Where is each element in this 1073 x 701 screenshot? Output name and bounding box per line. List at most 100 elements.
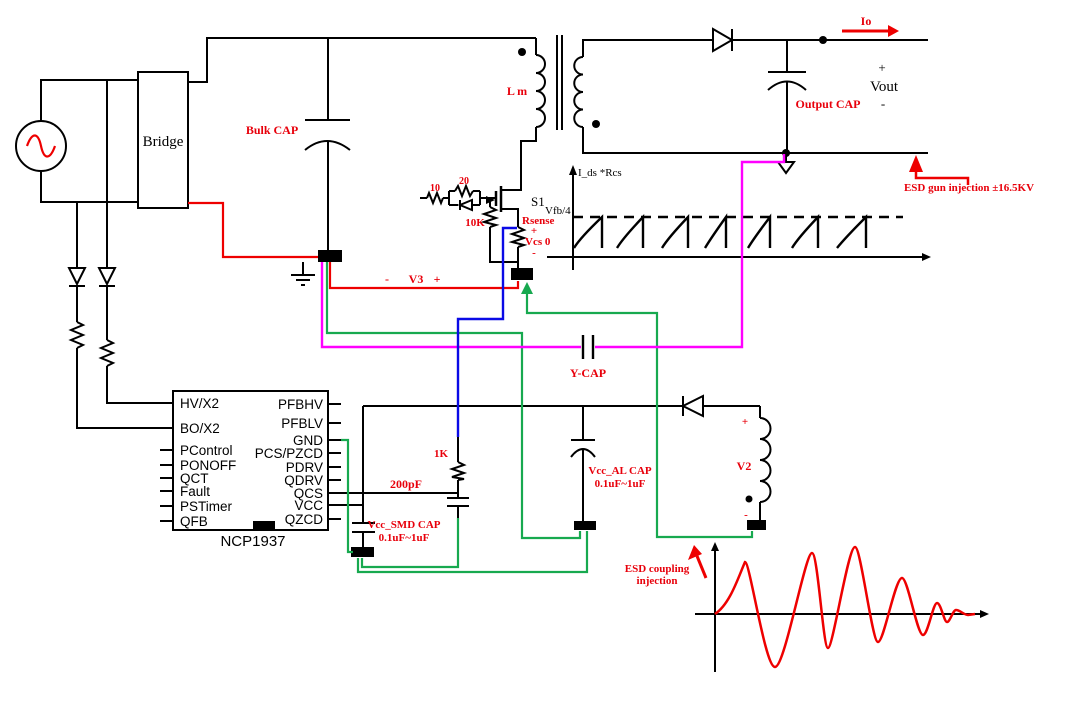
primary-winding-icon: [535, 54, 546, 128]
pin-qzcd: QZCD: [285, 512, 323, 527]
bo-pin-wire: [76, 348, 173, 429]
magenta-wires: [320, 154, 786, 349]
ac-bottom-wire: [40, 171, 138, 203]
mosfet-source-lead: [501, 208, 519, 227]
v3-label: V3: [409, 272, 424, 286]
al-cap-arc: [570, 448, 596, 458]
cs-sawtooth-waveform: [572, 213, 868, 249]
pulldown-lead-bottom: [489, 227, 518, 263]
vout-plus-label: +: [878, 60, 885, 75]
cs-xaxis-arrowhead: [922, 253, 931, 261]
pin-box2: BO/X2: [180, 421, 220, 436]
esd-coupling-label-1: ESD coupling: [625, 563, 690, 575]
io-label: Io: [861, 14, 872, 28]
gate-resistor-10-icon: [426, 190, 444, 206]
output-cap-label: Output CAP: [795, 97, 860, 111]
pin-gnd: GND: [293, 433, 323, 448]
rsense-minus-label: -: [532, 247, 536, 259]
vout-label: Vout: [870, 79, 899, 95]
mosfet-drain-lead: [501, 141, 522, 191]
r1k-label: 1K: [434, 448, 449, 460]
pin-ponoff: PONOFF: [180, 458, 236, 473]
al-cap-label-2: 0.1uF~1uF: [595, 478, 646, 490]
esd-gun-label: ESD gun injection ±16.5KV: [904, 182, 1034, 194]
sgnd-triangle-icon: [776, 161, 796, 175]
measure-block-smd-gnd: [351, 547, 374, 557]
red-fills: [688, 25, 923, 560]
pulldown-resistor-icon: [480, 206, 500, 228]
gate-r20-label: 20: [459, 176, 469, 187]
measure-block-al-gnd: [574, 521, 596, 530]
cs-blue-wire: [456, 226, 517, 437]
esd-coupling-arrow-shaft: [695, 555, 708, 579]
pin-qct: QCT: [180, 471, 209, 486]
ncp1937-box: [172, 390, 329, 531]
ycap-symbol: [581, 335, 595, 359]
al-to-smd-green-wire: [356, 531, 589, 574]
pin-pfbhv: PFBHV: [278, 397, 323, 412]
esd-coupling-label-2: injection: [637, 575, 678, 587]
v2-dot-icon: [745, 495, 753, 503]
output-rail-bottom: [582, 127, 928, 154]
pin-pcs-pzcd: PCS/PZCD: [255, 446, 324, 461]
black-fills: [253, 36, 989, 618]
hv-diode-icon: [97, 267, 117, 287]
red-wires: [25, 29, 976, 669]
gnd-pin-green-wire: [341, 438, 353, 554]
r1k-resistor-icon: [448, 461, 468, 481]
lm-label: L m: [507, 84, 527, 98]
measure-block-primary-gnd: [318, 250, 342, 262]
rsense-label: Rsense: [522, 215, 555, 227]
v2-plus-label: +: [742, 416, 748, 428]
io-arrowhead: [888, 25, 899, 37]
v3-minus-label: -: [385, 272, 389, 286]
cs-threshold-label: Vfb/4: [545, 205, 571, 217]
mosfet-arrow-icon: [486, 196, 495, 204]
primary-dot-icon: [518, 48, 526, 56]
pin-pstimer: PSTimer: [180, 499, 233, 514]
rsense-resistor-icon: [508, 226, 528, 248]
v3-wire: [328, 262, 520, 290]
bulk-cap-label: Bulk CAP: [246, 123, 298, 137]
pin-qcs: QCS: [294, 486, 323, 501]
ac-top-wire: [40, 79, 138, 121]
ic-pin-labels: HV/X2 BO/X2 PControl PONOFF QCT Fault PS…: [180, 396, 323, 529]
ycap-label: Y-CAP: [570, 366, 606, 380]
c200pf-label: 200pF: [390, 477, 422, 491]
pin-vcc: VCC: [294, 498, 323, 513]
pin-hvx2: HV/X2: [180, 396, 219, 411]
green-up-arrowhead: [521, 282, 533, 294]
ring-xaxis-arrowhead: [980, 610, 989, 618]
hv-pin-wire: [106, 366, 173, 404]
measure-block-v2-gnd: [747, 520, 766, 530]
gate-resistor-20-icon: [454, 183, 474, 199]
green-wires: [325, 262, 754, 574]
secondary-winding-icon: [573, 56, 584, 128]
ringing-waveform: [714, 545, 976, 669]
pin-qdrv: QDRV: [284, 473, 323, 488]
output-node-dot: [819, 36, 827, 44]
hv-resistor-icon: [98, 339, 116, 367]
output-diode-icon: [712, 27, 734, 53]
pin-pcontrol: PControl: [180, 443, 233, 458]
ac-sine-icon: [25, 134, 57, 158]
esd-gun-arrowhead: [909, 155, 923, 172]
vout-minus-label: -: [881, 96, 885, 111]
measure-block-ic: [253, 521, 275, 531]
ic-part-label: NCP1937: [220, 533, 285, 550]
secondary-lead-top: [582, 39, 713, 57]
ring-yaxis-arrowhead: [711, 542, 719, 551]
esd-coupling-arrowhead: [688, 545, 702, 560]
top-rail: [188, 37, 536, 83]
bridge-label: Bridge: [143, 134, 184, 150]
measure-block-rsense-gnd: [511, 268, 533, 280]
pin-pdrv: PDRV: [286, 460, 323, 475]
smd-cap-label-1: Vcc_SMD CAP: [367, 519, 440, 531]
bridge-box: [137, 71, 189, 209]
v2-label: V2: [737, 459, 752, 473]
bulk-to-al-green-wire: [325, 262, 582, 540]
black-labels: Bridge S1 I_ds *Rcs Vfb/4 + Vout - NCP19…: [143, 60, 899, 550]
esd-gun-arrow-elbow: [914, 172, 970, 185]
